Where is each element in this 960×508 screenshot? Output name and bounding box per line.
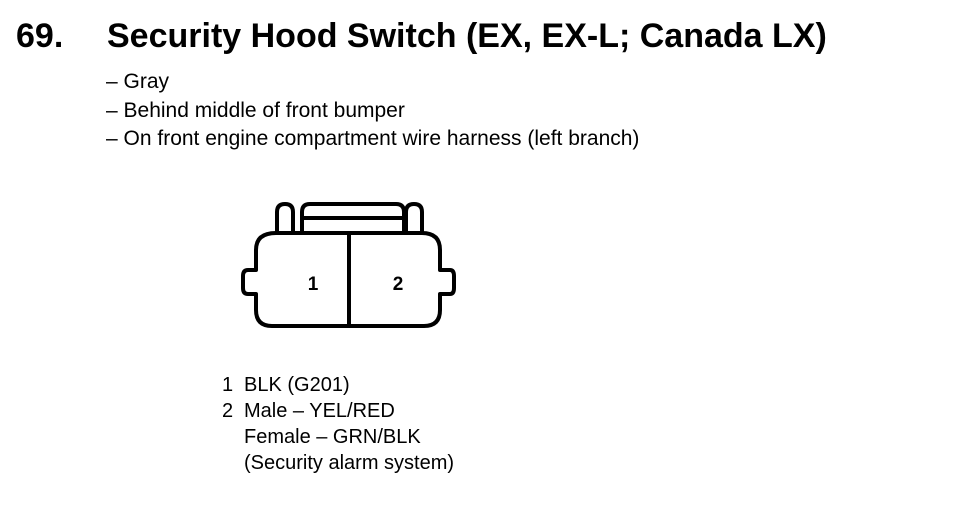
- pin-circuit-note: (Security alarm system): [244, 452, 455, 474]
- component-details: – Gray – Behind middle of front bumper –…: [106, 68, 639, 154]
- connector-lock-tab: [300, 202, 406, 235]
- pin-wire-description: Male – YEL/RED: [244, 400, 395, 422]
- component-title: Security Hood Switch (EX, EX-L; Canada L…: [107, 17, 827, 55]
- connector-face-diagram: 1 2: [241, 202, 456, 328]
- pin-number: 2: [222, 400, 234, 422]
- cavity-label-1: 1: [308, 274, 319, 295]
- pin-number: 1: [222, 374, 234, 396]
- detail-color: – Gray: [106, 70, 170, 93]
- detail-harness: – On front engine compartment wire harne…: [106, 127, 640, 150]
- connector-left-rib: [275, 202, 295, 235]
- pin-wire-description: BLK (G201): [244, 374, 350, 396]
- pin-row-2: 2 Male – YEL/RED Female – GRN/BLK (Securi…: [222, 398, 454, 476]
- cavity-label-2: 2: [393, 274, 404, 295]
- detail-location: – Behind middle of front bumper: [106, 98, 405, 122]
- item-number: 69.: [16, 17, 64, 55]
- pin-assignment-list: 1 BLK (G201) 2 Male – YEL/RED Female – GRN…: [222, 372, 454, 476]
- pin-wire-description: Female – GRN/BLK: [244, 426, 421, 448]
- connector-housing: [241, 231, 456, 328]
- component-heading: 69. Security Hood Switch (EX, EX-L; Cana…: [0, 14, 960, 60]
- connector-right-rib: [404, 202, 424, 235]
- pin-row-1: 1 BLK (G201): [222, 372, 454, 398]
